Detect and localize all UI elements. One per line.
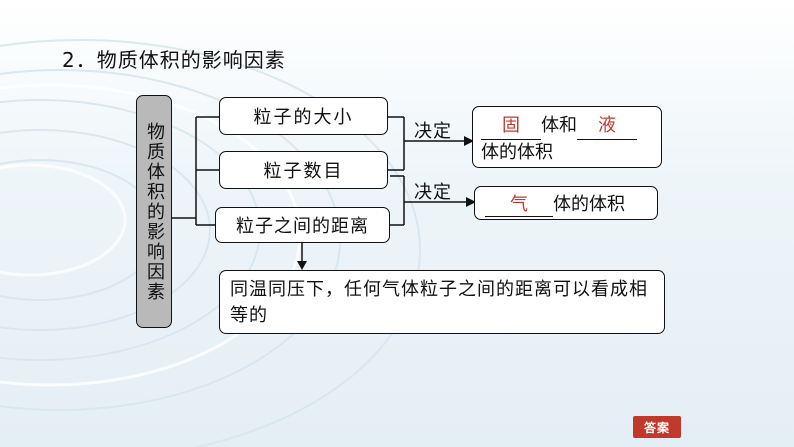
note-box: 同温同压下，任何气体粒子之间的距离可以看成相等的 (219, 270, 665, 334)
result-line-1: 固体和液 (481, 113, 637, 140)
answer-blank-solid: 固 (481, 113, 541, 140)
left-category-label: 物质体积的影响因素 (144, 121, 165, 302)
answer-blank-gas: 气 (485, 190, 553, 217)
factor-box-particle-size: 粒子的大小 (219, 97, 388, 135)
answer-button[interactable]: 答案 (633, 416, 681, 438)
result-text: 体和 (541, 115, 577, 136)
left-category-box: 物质体积的影响因素 (136, 95, 172, 328)
factor-label: 粒子之间的距离 (236, 216, 369, 237)
factor-box-particle-count: 粒子数目 (219, 151, 388, 189)
section-title: 2．物质体积的影响因素 (62, 48, 286, 72)
answer-blank-liquid: 液 (577, 113, 637, 140)
factor-label: 粒子数目 (263, 161, 344, 182)
decide-label-2: 决定 (414, 182, 452, 203)
result-line-2: 体的体积 (481, 142, 553, 163)
decide-label-1: 决定 (414, 121, 452, 142)
factor-label: 粒子的大小 (253, 107, 354, 128)
factor-box-particle-distance: 粒子之间的距离 (215, 207, 390, 243)
result-text: 体的体积 (553, 194, 625, 215)
note-text: 同温同压下，任何气体粒子之间的距离可以看成相等的 (230, 279, 648, 326)
result-box-solid-liquid: 固体和液 体的体积 (472, 106, 662, 168)
result-box-gas: 气体的体积 (474, 186, 658, 220)
